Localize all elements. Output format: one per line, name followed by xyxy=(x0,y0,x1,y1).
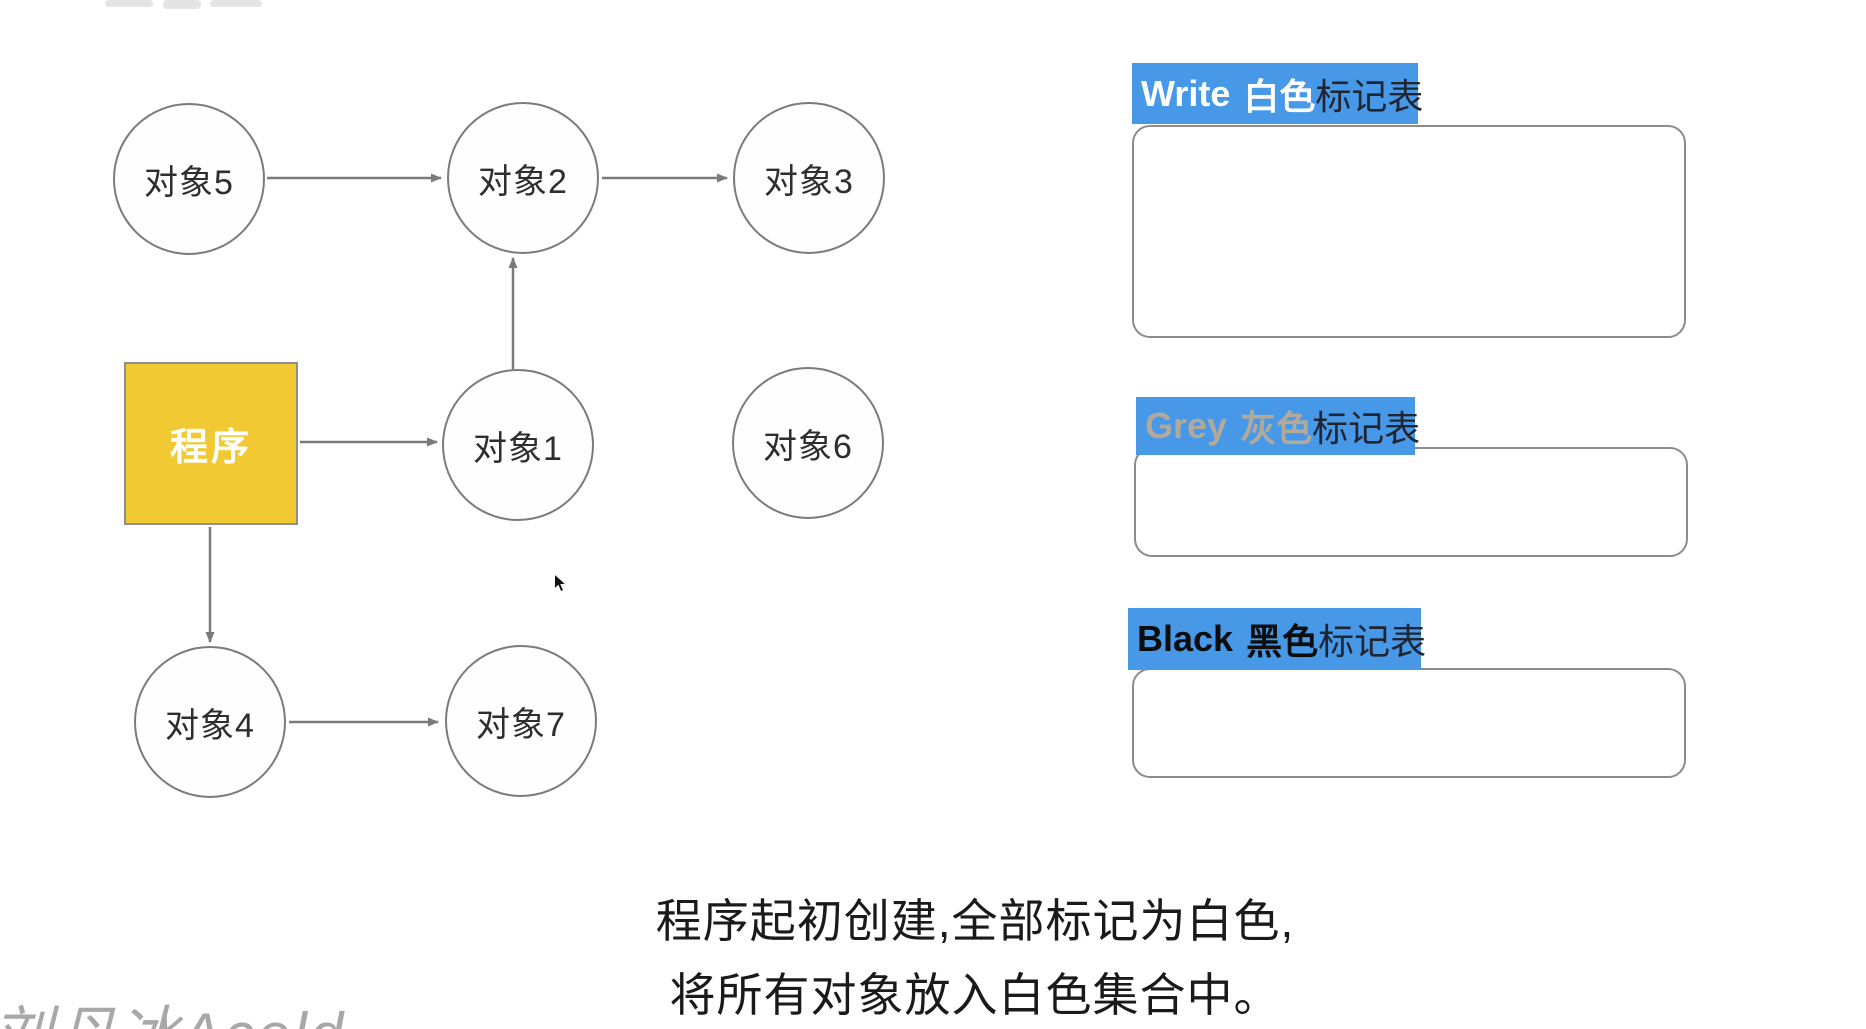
node-object7: 对象7 xyxy=(445,645,597,797)
top-watermark-remnant xyxy=(163,0,201,9)
node-object4: 对象4 xyxy=(134,646,286,798)
node-object2-label: 对象2 xyxy=(478,162,568,201)
black-table-color-word: 黑色 xyxy=(1246,621,1319,662)
black-table-suffix: 标记表 xyxy=(1318,621,1427,662)
node-object3-label: 对象3 xyxy=(764,162,854,201)
grey-mark-table-label: Grey 灰色 标记表 xyxy=(1136,397,1420,455)
grey-table-color-word: 灰色 xyxy=(1240,408,1313,449)
node-object3: 对象3 xyxy=(733,102,885,254)
node-object4-label: 对象4 xyxy=(165,706,255,745)
author-watermark: 刘丹冰Aceld xyxy=(0,986,346,1029)
grey-table-suffix: 标记表 xyxy=(1312,408,1421,449)
white-table-suffix: 标记表 xyxy=(1315,75,1424,117)
program-label: 程序 xyxy=(169,427,252,469)
node-object1-label: 对象1 xyxy=(473,429,563,468)
black-mark-table-box xyxy=(1132,668,1686,778)
caption-line-1: 程序起初创建,全部标记为白色, xyxy=(655,895,1295,947)
caption-line-2: 将所有对象放入白色集合中。 xyxy=(669,969,1281,1021)
mouse-cursor-icon xyxy=(554,573,568,593)
top-watermark-remnant xyxy=(210,0,262,7)
grey-table-en-word: Grey xyxy=(1145,405,1228,446)
white-mark-table-label: Write 白色 标记表 xyxy=(1132,63,1423,124)
top-watermark-remnant xyxy=(105,0,153,7)
caption: 程序起初创建,全部标记为白色, 将所有对象放入白色集合中。 xyxy=(400,884,1550,1029)
program-box: 程序 xyxy=(124,362,298,525)
grey-mark-table-box xyxy=(1134,447,1688,557)
black-mark-table-label: Black 黑色 标记表 xyxy=(1128,608,1426,670)
node-object7-label: 对象7 xyxy=(476,705,566,744)
black-table-en-word: Black xyxy=(1137,618,1234,659)
node-object6-label: 对象6 xyxy=(763,427,853,466)
node-object1: 对象1 xyxy=(442,369,594,521)
white-table-en-word: Write xyxy=(1141,72,1231,114)
white-mark-table-box xyxy=(1132,125,1686,338)
node-object2: 对象2 xyxy=(447,102,599,254)
node-object5-label: 对象5 xyxy=(144,163,234,202)
node-object5: 对象5 xyxy=(113,103,265,255)
node-object6: 对象6 xyxy=(732,367,884,519)
white-table-color-word: 白色 xyxy=(1243,75,1316,117)
